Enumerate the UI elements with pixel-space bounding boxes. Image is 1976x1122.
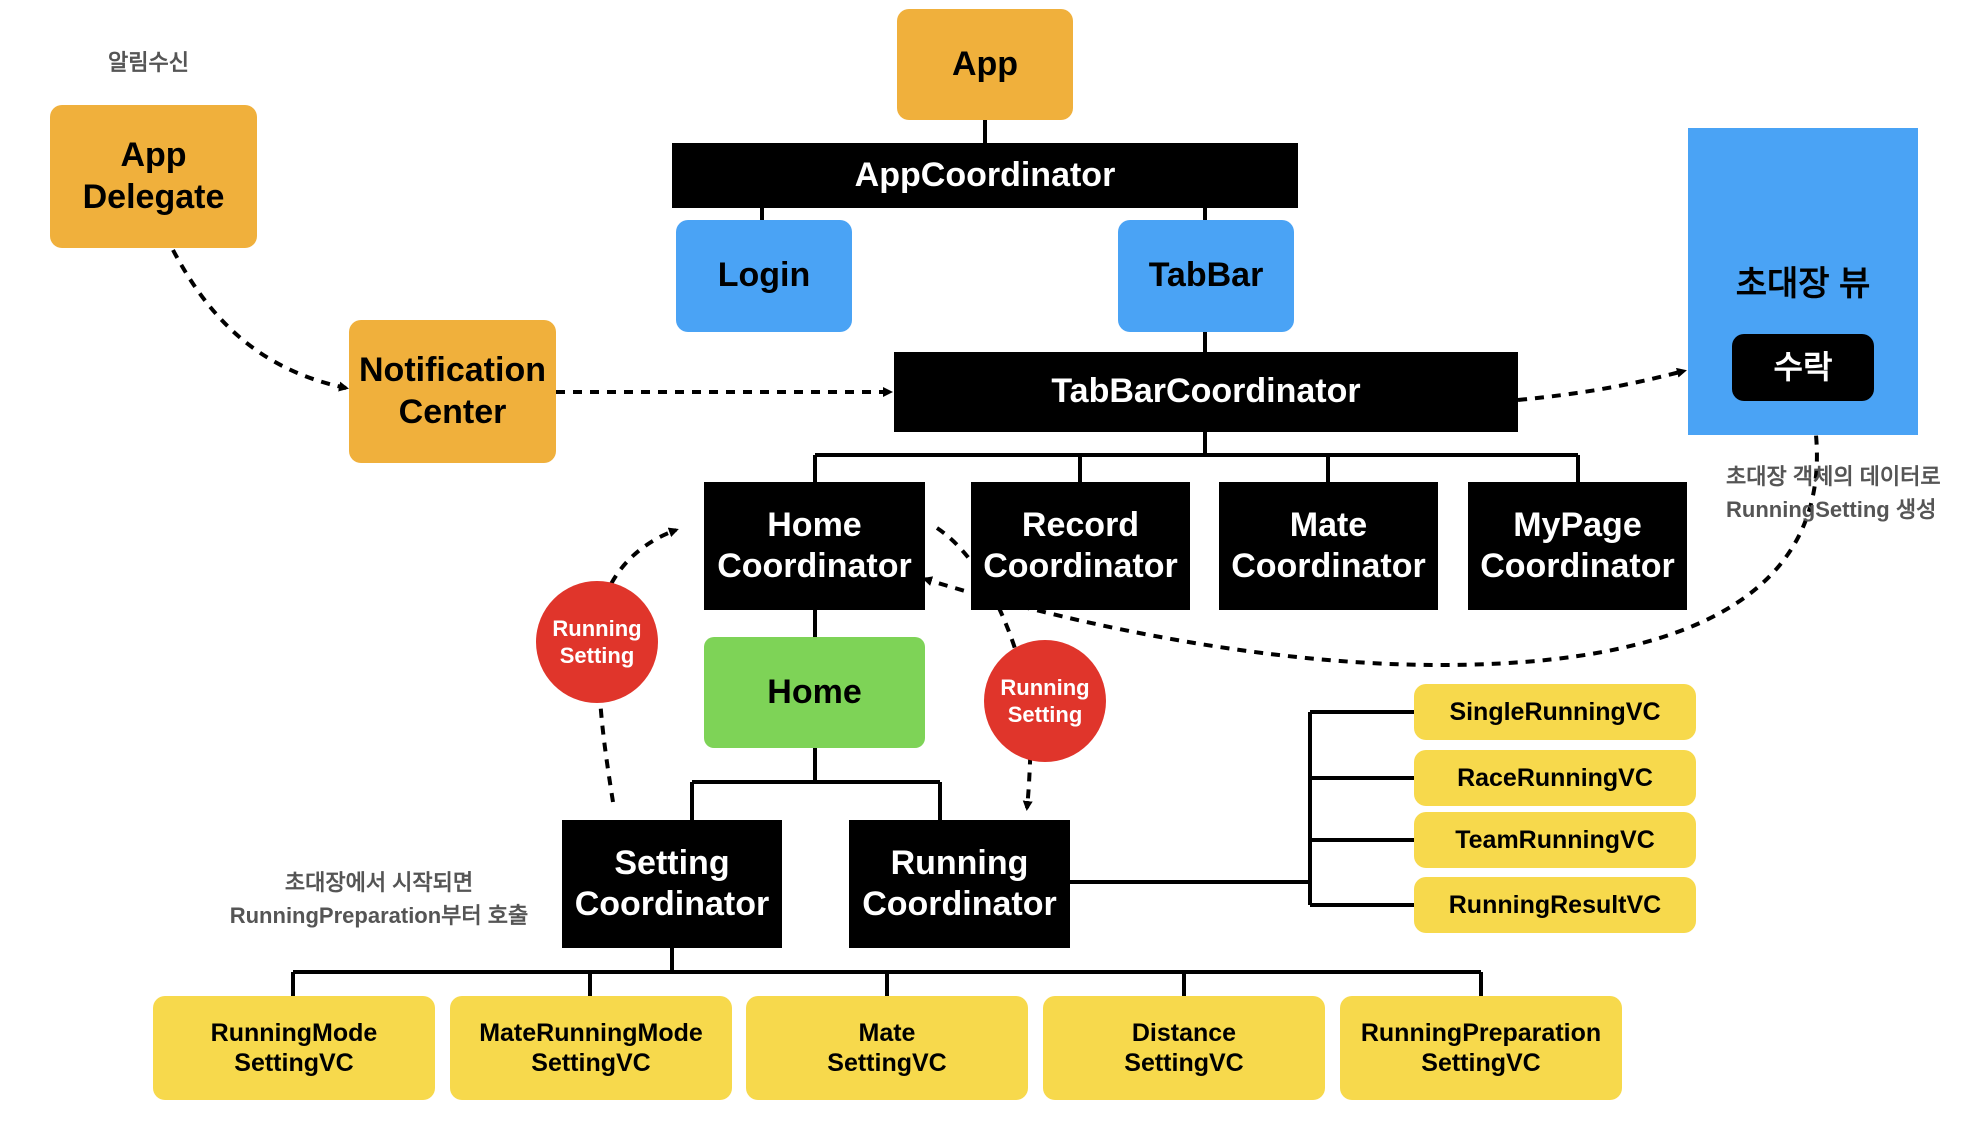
mate-setting-vc-node: Mate SettingVC	[746, 996, 1028, 1100]
invite-view-title: 초대장 뷰	[1735, 265, 1871, 303]
mate-coordinator-node: Mate Coordinator	[1219, 482, 1438, 610]
mypage-coordinator-node: MyPage Coordinator	[1468, 482, 1687, 610]
record-coordinator-node: Record Coordinator	[971, 482, 1190, 610]
setting-coordinator-node: Setting Coordinator	[562, 820, 782, 948]
line-home-children	[690, 748, 942, 820]
invite-note: 초대장 객체의 데이터로 RunningSetting 생성	[1726, 464, 1941, 522]
running-mode-setting-vc-node: RunningMode SettingVC	[153, 996, 435, 1100]
notification-center-node: Notification Center	[349, 320, 556, 463]
running-setting-badge-left: Running Setting	[536, 581, 658, 703]
app-delegate-node: App Delegate	[50, 105, 257, 248]
accept-button[interactable]: 수락	[1732, 334, 1874, 401]
login-node: Login	[676, 220, 852, 332]
running-result-vc-node: RunningResultVC	[1414, 877, 1696, 933]
setting-coordinator-note: 초대장에서 시작되면 RunningPreparation부터 호출	[229, 870, 529, 928]
running-coordinator-node: Running Coordinator	[849, 820, 1070, 948]
home-node: Home	[704, 637, 925, 748]
team-running-vc-node: TeamRunningVC	[1414, 812, 1696, 868]
line-runningcoordinator-vcs	[1070, 710, 1414, 907]
invite-view-panel: 초대장 뷰 수락	[1688, 128, 1918, 435]
line-tabbarcoordinator-children	[813, 432, 1580, 482]
home-coordinator-node: Home Coordinator	[704, 482, 925, 610]
race-running-vc-node: RaceRunningVC	[1414, 750, 1696, 806]
flow-accept-homecoordinator	[922, 401, 1819, 668]
flow-tabbarcoordinator-inviteview	[1517, 367, 1687, 402]
notification-caption: 알림수신	[108, 50, 189, 75]
mate-running-mode-setting-vc-node: MateRunningMode SettingVC	[450, 996, 732, 1100]
distance-setting-vc-node: Distance SettingVC	[1043, 996, 1325, 1100]
flow-appdelegate-notificationcenter	[171, 249, 349, 392]
running-setting-badge-right: Running Setting	[984, 640, 1106, 762]
app-node: App	[897, 9, 1073, 120]
tabbar-coordinator-node: TabBarCoordinator	[894, 352, 1518, 432]
tabbar-node: TabBar	[1118, 220, 1294, 332]
line-settingcoordinator-vcs	[291, 945, 1483, 996]
app-coordinator-node: AppCoordinator	[672, 143, 1298, 208]
running-preparation-setting-vc-node: RunningPreparation SettingVC	[1340, 996, 1622, 1100]
single-running-vc-node: SingleRunningVC	[1414, 684, 1696, 740]
